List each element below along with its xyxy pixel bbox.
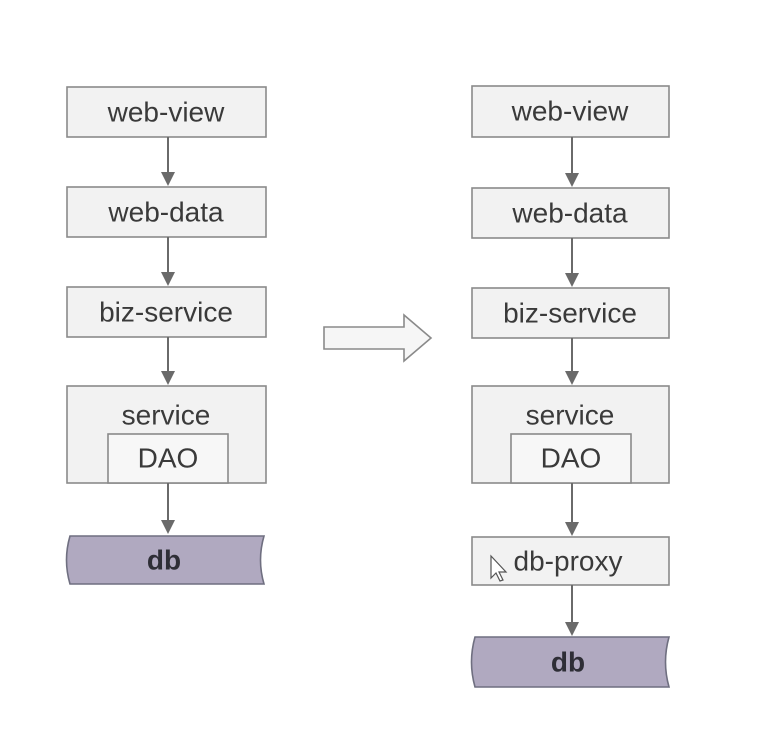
left-connector-4 bbox=[161, 483, 175, 534]
left-web-view-node: web-view bbox=[66, 86, 267, 138]
right-db-proxy-node: db-proxy bbox=[471, 536, 670, 586]
left-db-label: db bbox=[147, 545, 181, 576]
left-web-data-box bbox=[66, 186, 267, 238]
arrow-down-icon bbox=[565, 371, 579, 385]
left-dao-label: DAO bbox=[138, 443, 199, 474]
right-db-label: db bbox=[551, 647, 585, 678]
left-web-data-node: web-data bbox=[66, 186, 267, 238]
right-connector-4 bbox=[565, 483, 579, 536]
right-web-view-label: web-view bbox=[511, 96, 629, 127]
arrow-down-icon bbox=[161, 520, 175, 534]
left-connector-1 bbox=[161, 137, 175, 186]
right-db-proxy-box bbox=[471, 536, 670, 586]
right-web-view-node: web-view bbox=[471, 85, 670, 138]
arrow-down-icon bbox=[161, 371, 175, 385]
left-biz-service-box bbox=[66, 286, 267, 338]
right-dao-box bbox=[510, 433, 632, 484]
arrow-down-icon bbox=[565, 522, 579, 536]
right-biz-service-box bbox=[471, 287, 670, 339]
arrow-down-icon bbox=[161, 272, 175, 286]
right-stack: web-view web-data biz-service service bbox=[470, 85, 671, 688]
right-db-node: db bbox=[470, 636, 671, 688]
right-web-data-label: web-data bbox=[511, 198, 628, 229]
right-web-data-box bbox=[471, 187, 670, 239]
right-connector-3 bbox=[565, 338, 579, 385]
right-service-label: service bbox=[526, 400, 615, 431]
right-web-data-node: web-data bbox=[471, 187, 670, 239]
left-db-shape bbox=[65, 535, 266, 585]
arrow-down-icon bbox=[565, 173, 579, 187]
right-biz-service-label: biz-service bbox=[503, 298, 637, 329]
left-biz-service-label: biz-service bbox=[99, 297, 233, 328]
mouse-cursor-icon bbox=[490, 554, 508, 582]
left-connector-2 bbox=[161, 237, 175, 286]
right-connector-2 bbox=[565, 238, 579, 287]
arrow-down-icon bbox=[161, 172, 175, 186]
arrow-down-icon bbox=[565, 273, 579, 287]
right-connector-1 bbox=[565, 137, 579, 187]
right-service-node: service DAO bbox=[471, 385, 670, 484]
left-web-data-label: web-data bbox=[107, 197, 224, 228]
left-service-node: service DAO bbox=[66, 385, 267, 484]
left-web-view-label: web-view bbox=[107, 97, 225, 128]
arrow-down-icon bbox=[565, 622, 579, 636]
right-connector-5 bbox=[565, 585, 579, 636]
left-biz-service-node: biz-service bbox=[66, 286, 267, 338]
right-dao-label: DAO bbox=[541, 443, 602, 474]
left-service-label: service bbox=[122, 400, 211, 431]
right-db-shape bbox=[470, 636, 671, 688]
left-connector-3 bbox=[161, 337, 175, 385]
right-db-proxy-label: db-proxy bbox=[514, 546, 623, 577]
right-web-view-box bbox=[471, 85, 670, 138]
right-arrow-icon bbox=[323, 313, 433, 363]
left-db-node: db bbox=[65, 535, 266, 585]
left-stack: web-view web-data biz-service servic bbox=[65, 86, 267, 585]
right-biz-service-node: biz-service bbox=[471, 287, 670, 339]
left-web-view-box bbox=[66, 86, 267, 138]
